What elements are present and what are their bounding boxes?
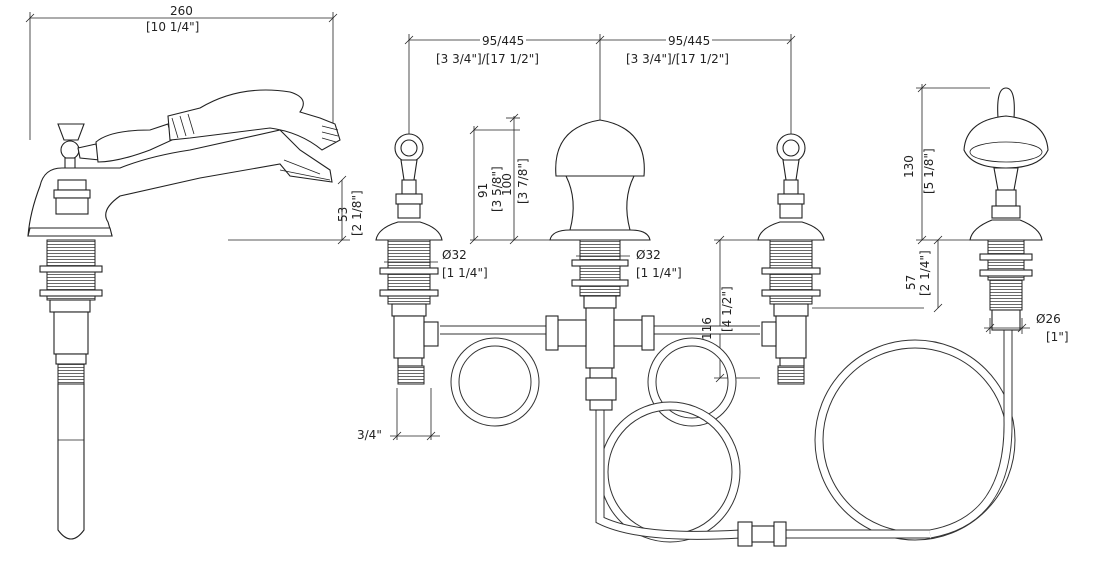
handshower: [916, 83, 1049, 334]
dim-shank-left-mm: Ø32: [442, 248, 467, 262]
right-valve: [757, 133, 825, 385]
dim-handshower-shank-inch: [1"]: [1046, 330, 1069, 344]
dim-centers-left-mm: 95/445: [480, 34, 527, 48]
dim-spout-body-height-inch: [3 7/8"]: [516, 158, 530, 204]
dim-handshower-height-inch: [5 1/8"]: [922, 148, 936, 194]
dim-valve-height-mm: 91: [476, 182, 490, 198]
dim-handshower-shank-mm: Ø26: [1036, 312, 1061, 326]
dim-shank-left-inch: [1 1/4"]: [442, 266, 488, 280]
dim-shank-length-mm: 116: [700, 317, 714, 340]
dim-overall-length-mm: 260: [170, 4, 193, 18]
dim-spout-body-height-mm: 100: [500, 173, 514, 196]
front-view-faucet: [375, 34, 1049, 547]
dim-inlet: 3/4": [357, 428, 382, 442]
center-spout: [545, 119, 655, 411]
dim-centers-right-inch: [3 3/4"]/[17 1/2"]: [626, 52, 729, 66]
dim-handshower-height-mm: 130: [902, 155, 916, 178]
dim-spout-height-mm: 53: [336, 206, 350, 222]
dim-centers-right-mm: 95/445: [666, 34, 713, 48]
dim-centers-left-inch: [3 3/4"]/[17 1/2"]: [436, 52, 539, 66]
dim-handshower-base-mm: 57: [904, 274, 918, 290]
side-view-faucet: [25, 12, 350, 540]
dim-spout-height-inch: [2 1/8"]: [350, 190, 364, 236]
dim-shank-length-inch: [4 1/2"]: [720, 286, 734, 332]
dim-shank-center-inch: [1 1/4"]: [636, 266, 682, 280]
left-valve: [375, 133, 443, 385]
dim-handshower-base-inch: [2 1/4"]: [918, 250, 932, 296]
dim-shank-center-mm: Ø32: [636, 248, 661, 262]
dim-overall-length-inch: [10 1/4"]: [146, 20, 200, 34]
